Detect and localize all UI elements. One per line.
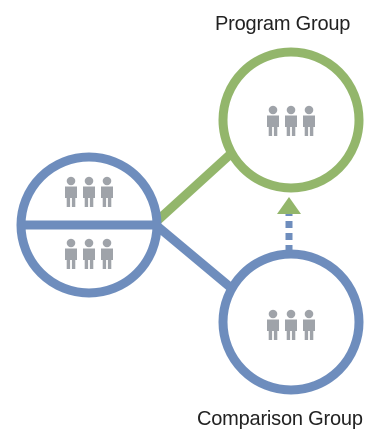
program-connector-line bbox=[152, 145, 240, 226]
program-group-circle bbox=[218, 47, 364, 193]
population-circle bbox=[16, 152, 162, 298]
comparison-connector-line bbox=[152, 221, 241, 297]
program-group-label: Program Group bbox=[215, 13, 351, 35]
comparison-group-label: Comparison Group bbox=[197, 408, 363, 430]
comparison-group-circle bbox=[218, 249, 364, 395]
arrow-up-icon bbox=[277, 197, 301, 214]
